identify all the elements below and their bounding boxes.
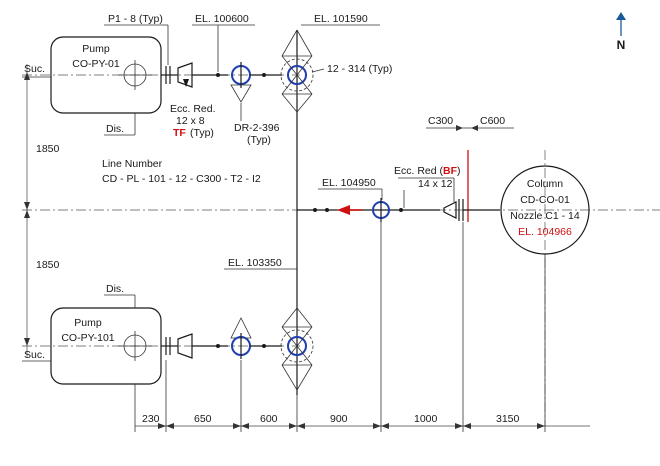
label-tf: TF (173, 127, 186, 139)
label-tf-typ: (Typ) (190, 127, 214, 139)
north-arrow-icon (616, 12, 626, 36)
label-ecc-size2: 14 x 12 (418, 178, 453, 190)
pump2-discharge-label: Dis. (106, 283, 124, 295)
column-name: Column (527, 178, 563, 190)
pump2-name: Pump (74, 317, 102, 329)
label-p-typ: P1 - 8 (Typ) (108, 13, 163, 25)
label-el-104950: EL. 104950 (322, 177, 376, 189)
pump2-discharge-piping (161, 317, 282, 359)
label-line-number: CD - PL - 101 - 12 - C300 - T2 - I2 (102, 173, 261, 185)
label-el-103350: EL. 103350 (228, 257, 282, 269)
dim-horizontal-2: 650 (194, 413, 212, 425)
label-dr: DR-2-396 (234, 122, 280, 134)
dim-horizontal-6: 3150 (496, 413, 520, 425)
pump2-suction-label: Suc. (24, 349, 45, 361)
label-line-number-title: Line Number (102, 158, 163, 170)
dim-vertical-2: 1850 (36, 259, 60, 271)
vertical-dimension (24, 64, 30, 358)
column-tag: CD-CO-01 (520, 194, 570, 206)
label-dr-typ: (Typ) (247, 134, 271, 146)
horizontal-dimension-chain (134, 222, 590, 432)
label-ecc-size: 12 x 8 (176, 115, 205, 127)
dim-horizontal-5: 1000 (414, 413, 438, 425)
pump1-discharge-piping (161, 62, 282, 103)
vertical-riser (280, 29, 314, 395)
dim-horizontal-4: 900 (330, 413, 348, 425)
label-ecc-red-bf: Ecc. Red (BF) (394, 165, 461, 177)
dim-vertical-1: 1850 (36, 143, 60, 155)
header-line (297, 150, 500, 222)
pump1-discharge-label: Dis. (106, 123, 124, 135)
pump1-suction-label: Suc. (24, 63, 45, 75)
label-ecc-red: Ecc. Red. (170, 103, 216, 115)
north-label: N (617, 38, 626, 52)
label-c600: C600 (480, 115, 505, 127)
label-c300: C300 (428, 115, 453, 127)
column-elevation: EL. 104966 (518, 226, 572, 238)
dim-horizontal-3: 600 (260, 413, 278, 425)
flow-direction-arrow-icon (337, 205, 350, 215)
dim-horizontal-1: 230 (142, 413, 160, 425)
pump2-tag: CO-PY-101 (61, 332, 114, 344)
label-el-100600: EL. 100600 (195, 13, 249, 25)
pump1-name: Pump (82, 43, 110, 55)
column-nozzle: Nozzle C1 - 14 (510, 210, 580, 222)
pump1-tag: CO-PY-01 (72, 58, 120, 70)
label-el-101590: EL. 101590 (314, 13, 368, 25)
label-12-314-typ: 12 - 314 (Typ) (327, 63, 392, 75)
